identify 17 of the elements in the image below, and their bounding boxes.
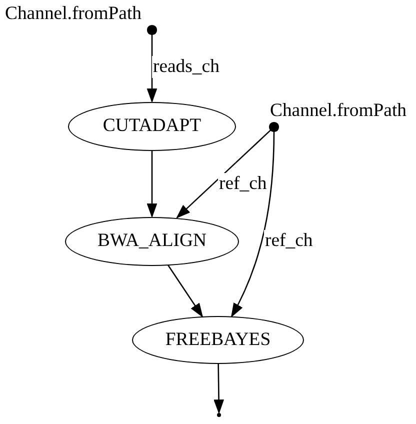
dot-icon bbox=[147, 25, 157, 35]
edge-label: reads_ch bbox=[152, 56, 220, 78]
arrow bbox=[147, 150, 157, 217]
arrow bbox=[231, 132, 275, 317]
dot-icon bbox=[269, 122, 279, 132]
node-caption: Channel.fromPath bbox=[5, 3, 142, 25]
arrow bbox=[176, 130, 271, 218]
arrow bbox=[147, 34, 157, 102]
dot-icon bbox=[216, 412, 222, 418]
process-ellipse bbox=[68, 102, 236, 150]
node-label: FREEBAYES bbox=[165, 329, 271, 351]
process-ellipse bbox=[65, 216, 239, 266]
arrow bbox=[214, 364, 224, 414]
node-caption: Channel.fromPath bbox=[270, 100, 406, 122]
process-ellipse bbox=[132, 316, 304, 364]
node-label: BWA_ALIGN bbox=[98, 230, 206, 252]
node-label: CUTADAPT bbox=[102, 115, 202, 137]
